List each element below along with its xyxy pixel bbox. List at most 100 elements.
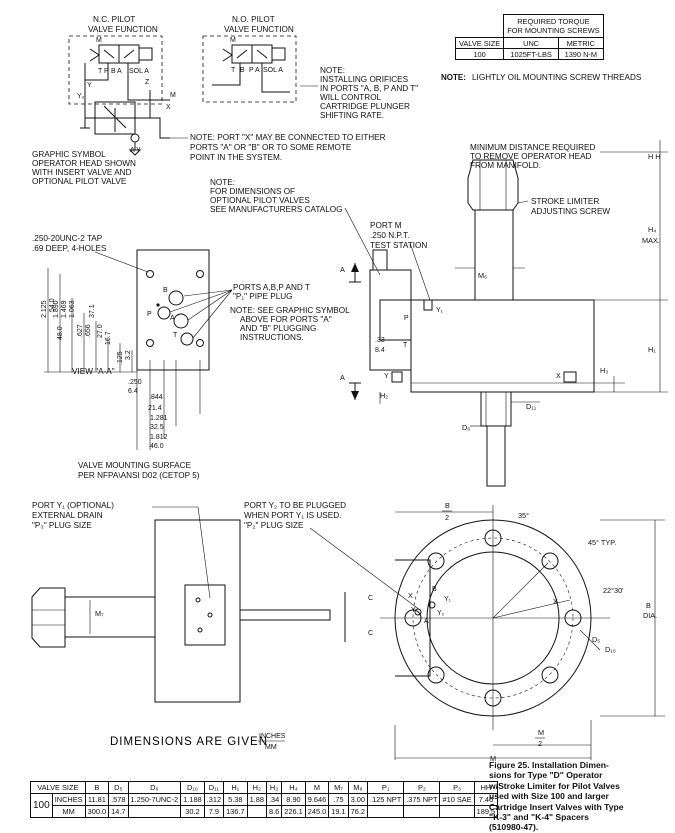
no-title-line2: VALVE FUNCTION (224, 25, 294, 34)
b-dia-dim (600, 519, 665, 717)
no-m-label: M (230, 37, 236, 44)
view-aa: NOTE: FOR DIMENSIONS OF OPTIONAL PILOT V… (32, 178, 381, 480)
bottom-pilot-block (184, 584, 226, 646)
dim-header: B (84, 781, 110, 794)
dim-cell: .312 (203, 793, 225, 806)
spool-lines (485, 392, 507, 426)
optional-note-line4: SEE MANUFACTURERS CATALOG (210, 205, 343, 214)
port-m-line3: TEST STATION (370, 241, 427, 250)
torque-header-unc: UNC (503, 37, 560, 49)
vdim-371: 37.1 (89, 304, 96, 318)
dim-cell (403, 805, 441, 818)
dim-cell: 8.90 (281, 793, 306, 806)
d10-label: D₁₀ (605, 645, 616, 654)
port-y2-leader (309, 527, 421, 611)
port-x-line (150, 117, 170, 139)
nc-valve-arrows (103, 49, 135, 59)
dim-header: H₃ (265, 781, 283, 794)
dim-header: M₇ (328, 781, 349, 794)
ay-label: A Y (130, 147, 141, 154)
dim-cell: 3.00 (347, 793, 369, 806)
nc-spring (89, 48, 100, 62)
torque-note: NOTE: LIGHTLY OIL MOUNTING SCREW THREADS (441, 73, 642, 82)
mounting-block (136, 249, 210, 371)
dim-cell: MM (51, 805, 86, 818)
dim-cell: 1.88 (246, 793, 267, 806)
sdim-125: .125 (117, 351, 124, 365)
dims-mm: MM (265, 744, 277, 751)
dims-inches: INCHES (259, 733, 286, 740)
tap-leader (94, 251, 149, 273)
dim-cell: .375 NPT (403, 793, 441, 806)
dim-cell: INCHES (51, 793, 86, 806)
hdim-1812: 1.812 (150, 434, 168, 441)
orifice-note-line2: INSTALLING ORIFICES (320, 75, 409, 84)
graphic-symbol-line2: OPERATOR HEAD SHOWN (32, 159, 136, 168)
hdim-64: 6.4 (128, 388, 138, 395)
dim-header: M (304, 781, 330, 794)
dim-cell: 76.2 (347, 805, 369, 818)
dim-cell: .34 (265, 793, 283, 806)
graphic-note-line4: INSTRUCTIONS. (240, 333, 304, 342)
nc-m2-label: M (170, 92, 176, 99)
dim-size: 100 (30, 793, 53, 818)
flange-x2-label: X (553, 597, 558, 606)
vdim-1890: 1.890 (53, 300, 60, 318)
nc-t-label: T (98, 68, 103, 75)
flange-b-label: B (432, 586, 437, 593)
operator-head-symbol (94, 101, 136, 135)
dimension-table-header-row: VALVE SIZE B D₅ D₆ D₁₀ D₁₁ H₁ H₂ H₃ H₄ M… (30, 781, 499, 794)
m-dims (394, 720, 592, 760)
dim-cell: 7.46 (473, 793, 499, 806)
b-dia-b: B (646, 601, 651, 610)
dim-header: M₈ (347, 781, 369, 794)
port-y-plug (391, 371, 403, 383)
d5-label: D₅ (592, 635, 600, 644)
bottom-hex-facets (32, 609, 65, 626)
torque-title: REQUIRED TORQUE FOR MOUNTING SCREWS (503, 14, 604, 38)
flange-centerlines (380, 505, 610, 730)
m-label: M (490, 754, 496, 763)
figure-caption: Figure 25. Installation Dimen- sions for… (489, 760, 669, 833)
dim-cell (439, 805, 475, 818)
h2-label: H₂ (380, 391, 388, 400)
dimension-table-row-mm: MM 300.0 14.7 30.2 7.9 136.7 8.6 226.1 2… (31, 805, 499, 818)
dim-cell: 5.38 (223, 793, 248, 806)
tap-hole-3 (146, 339, 154, 347)
flange-x-label: X (408, 591, 413, 600)
tap-hole-4 (196, 339, 204, 347)
d11-label: D₁₁ (526, 402, 537, 411)
dim-033: .33 (375, 337, 385, 344)
optional-note-line2: FOR DIMENSIONS OF (210, 187, 295, 196)
dim-cell: 245.0 (304, 805, 330, 818)
torque-header-metric: METRIC (558, 37, 604, 49)
b-dia-label: DIA. (643, 611, 657, 620)
torque-header-size: VALVE SIZE (454, 37, 505, 49)
operator-barrel (474, 209, 514, 301)
d6-label: D₆ (462, 423, 470, 432)
dims-given: DIMENSIONS ARE GIVEN (110, 736, 268, 748)
optional-note-line3: OPTIONAL PILOT VALVES (210, 196, 310, 205)
b-half-num: B (445, 501, 450, 510)
side-p-label: P (404, 315, 409, 322)
bolt-hole (427, 666, 445, 684)
min-distance-line1: MINIMUM DISTANCE REQUIRED (470, 143, 595, 152)
stroke-line1: STROKE LIMITER (531, 197, 599, 206)
dim-cell: 14.7 (108, 805, 129, 818)
pilot-port-3 (197, 627, 203, 633)
caption-line: sions for Type "D" Operator (489, 770, 603, 781)
port-x-note-line1: NOTE: PORT "X" MAY BE CONNECTED TO EITHE… (190, 133, 386, 142)
port-letter-b: B (163, 287, 168, 294)
dim-cell: 9.646 (304, 793, 330, 806)
port-letter-p: P (147, 311, 152, 318)
angle-45: 45° TYP. (588, 538, 616, 547)
nc-y2-label: Y₂ (77, 93, 85, 100)
flange-y-label: Y (411, 607, 416, 614)
m6-label: M₆ (478, 271, 487, 280)
side-y1-label: Y₁ (436, 307, 444, 314)
dim-cell (127, 805, 182, 818)
vdim-1063: 1.063 (69, 300, 76, 318)
caption-line: Cartridge Insert Valves with Type (489, 801, 624, 812)
pilot-valve-adapter (379, 299, 412, 341)
